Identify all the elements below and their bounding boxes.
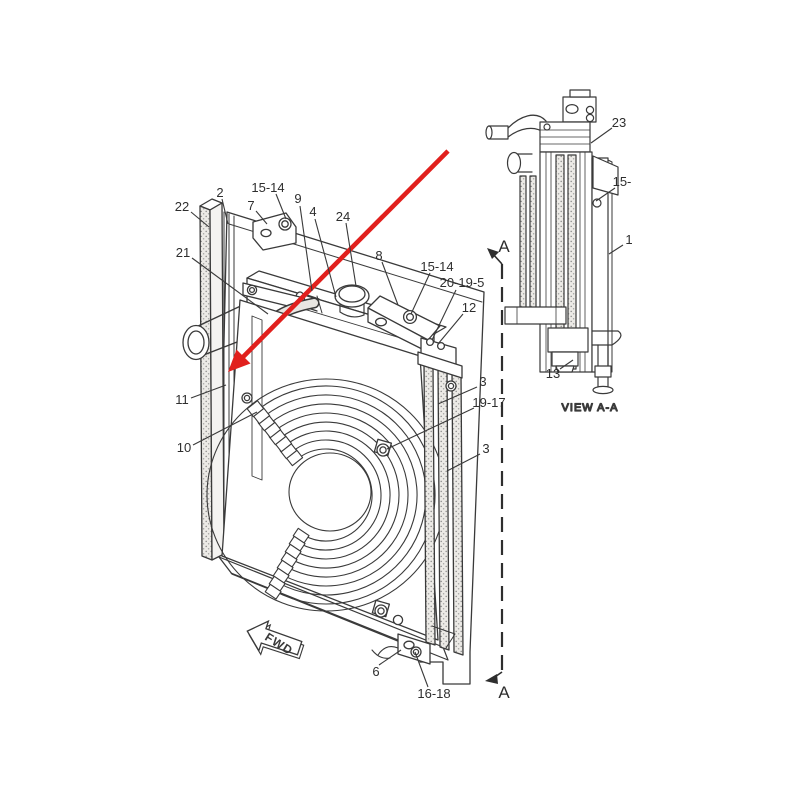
callout-leader-13: [559, 359, 574, 370]
callout-leader-20-19-5: [431, 289, 457, 341]
callout-leader-7: [255, 210, 268, 225]
filler-cap: [334, 284, 370, 318]
side-top-bracket: [562, 89, 597, 123]
callout-label-19-17: 19-17: [472, 395, 505, 410]
seal-strip-22: [199, 198, 225, 561]
callout-leader-9: [299, 205, 313, 292]
callout-label-1: 1: [625, 232, 632, 247]
view-a-a-label: VIEW A-A: [562, 402, 619, 414]
callout-label-6: 6: [372, 664, 379, 679]
callout-label-15-14: 15-14: [251, 180, 284, 195]
side-left-pipe: [506, 151, 533, 175]
section-marker-top: A: [498, 237, 510, 256]
callout-label-7: 7: [247, 198, 254, 213]
callout-leader-19-17: [386, 407, 475, 450]
section-marker-bottom: A: [498, 683, 510, 702]
radiator-core: [221, 299, 439, 641]
callout-label-23: 23: [612, 115, 626, 130]
callout-label-15-: 15-: [613, 174, 632, 189]
red-arrow-shaft: [240, 149, 450, 360]
callout-leader-22: [190, 211, 210, 228]
callout-label-10: 10: [177, 440, 191, 455]
callout-leader-15-: [595, 187, 616, 202]
core-bolts: [241, 392, 393, 618]
bracket-7: [252, 212, 297, 251]
callout-label-22: 22: [175, 199, 189, 214]
callout-label-15-14: 15-14: [420, 259, 453, 274]
red-arrow-head: [228, 349, 251, 372]
callout-leader-12: [437, 313, 464, 345]
section-line-a-a: A A: [485, 237, 510, 702]
callout-leader-3: [446, 453, 481, 472]
callout-leader-15-14: [410, 272, 431, 315]
red-pointer-arrow: [228, 149, 450, 372]
callout-leader-1: [608, 244, 624, 255]
callout-label-13: 13: [546, 366, 560, 381]
side-right-panel: [592, 155, 619, 208]
inlet-pipe: [182, 295, 269, 361]
callout-leader-6: [378, 649, 402, 666]
side-bottom-pipe: [591, 330, 622, 395]
callout-label-4: 4: [309, 204, 316, 219]
callout-leader-3: [437, 386, 478, 405]
section-arrow-bottom: [485, 674, 498, 684]
side-hose: [485, 114, 547, 140]
callout-label-20-19-5: 20-19-5: [440, 275, 485, 290]
callout-label-21: 21: [176, 245, 190, 260]
side-view-drawing: VIEW A-A: [485, 89, 622, 415]
callout-label-12: 12: [462, 300, 476, 315]
callout-leader-15-14: [275, 193, 287, 220]
bracket-tank-left: [242, 282, 301, 310]
callout-leader-16-18: [414, 651, 429, 688]
side-left-strips: [519, 175, 537, 311]
radiator-assembly-drawing: [182, 198, 485, 685]
callout-label-9: 9: [294, 191, 301, 206]
bracket-8: [367, 295, 441, 353]
bottom-bracket: [371, 614, 456, 665]
callout-leader-11: [190, 384, 227, 399]
side-lower-bracket: [504, 306, 589, 373]
callout-label-8: 8: [375, 248, 382, 263]
callout-leader-23: [590, 127, 613, 144]
callout-label-3: 3: [482, 441, 489, 456]
callout-label-11: 11: [175, 392, 189, 407]
side-top-tank: [539, 121, 591, 153]
section-arrow-top: [487, 248, 499, 259]
callout-label-3: 3: [479, 374, 486, 389]
side-channels: [417, 351, 464, 656]
callout-leader-2: [221, 198, 229, 225]
callout-leader-24: [345, 222, 357, 287]
callout-leader-4: [314, 218, 337, 298]
callout-leader-8: [381, 261, 399, 306]
callout-leader-10: [192, 411, 258, 446]
fwd-arrow: FWD: [246, 619, 305, 660]
callout-label-24: 24: [336, 209, 350, 224]
callout-leader-21: [191, 257, 269, 315]
callout-label-2: 2: [216, 185, 223, 200]
callout-label-16-18: 16-18: [417, 686, 450, 701]
